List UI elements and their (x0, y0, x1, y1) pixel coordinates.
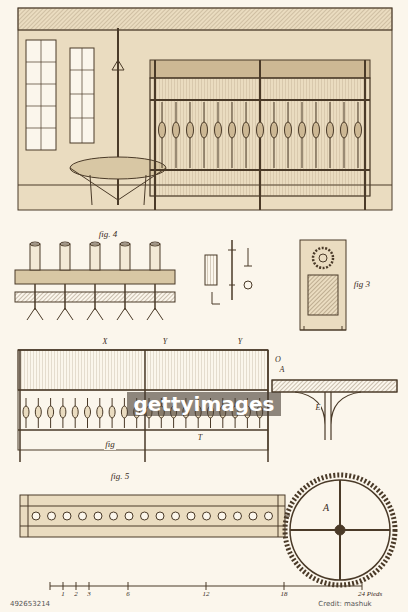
scale-tick (63, 582, 64, 590)
bobbin-top (150, 242, 160, 246)
bobbin (205, 255, 217, 285)
spindle-plan (63, 512, 71, 520)
spindle (34, 284, 36, 310)
bobbin (327, 122, 334, 138)
bobbin-top (30, 242, 40, 246)
spindle-plan (141, 512, 149, 520)
spindle-plan (156, 512, 164, 520)
spindle-plan (218, 512, 226, 520)
spindle-plan (94, 512, 102, 520)
bobbin-top (60, 242, 70, 246)
bobbin (229, 122, 236, 138)
scale-number: 2 (73, 591, 79, 599)
spindle-rail (15, 270, 175, 284)
foot (87, 308, 103, 320)
watermark-credit: Credit: mashuk (317, 601, 372, 609)
scale-number: 1 (60, 591, 66, 599)
bobbin (341, 122, 348, 138)
bobbin (299, 122, 306, 138)
bracket (272, 380, 397, 392)
bobbin (120, 244, 130, 270)
bobbin (355, 122, 362, 138)
foot (27, 308, 43, 320)
watermark: gettyimages (127, 392, 280, 416)
spindle-plan (265, 512, 273, 520)
bobbin (60, 406, 66, 418)
callout-letter: Y (162, 338, 168, 347)
bobbin (90, 244, 100, 270)
bobbin (159, 122, 166, 138)
scale-number: 3 (86, 591, 92, 599)
spindle (64, 284, 66, 310)
callout-letter: Y (237, 338, 243, 347)
scale-number: 18 (280, 591, 289, 599)
callout-letter: E (315, 404, 322, 413)
watermark-id: 492653214 (9, 601, 51, 609)
scale-tick (206, 582, 207, 590)
callout-letter: X (102, 338, 109, 347)
bobbin (243, 122, 250, 138)
spindle (231, 240, 233, 300)
room-scene (18, 8, 392, 210)
spindle-plan (110, 512, 118, 520)
machine-plan (20, 495, 285, 537)
bobbin (60, 244, 70, 270)
spindle-plan (125, 512, 133, 520)
bobbin (271, 122, 278, 138)
spindle (124, 284, 126, 310)
scale-unit: 24 Pieds (357, 591, 383, 599)
callout-letter: A (322, 502, 330, 513)
spindle (94, 284, 96, 310)
bobbin (150, 244, 160, 270)
scale-tick (89, 582, 90, 590)
bobbin (48, 406, 54, 418)
bobbin (23, 406, 29, 418)
fig3-device (300, 240, 346, 330)
callout-letter: O (274, 356, 282, 365)
bobbin (72, 406, 78, 418)
figure-label: fig 3 (353, 280, 371, 290)
bobbin (187, 122, 194, 138)
bobbin (215, 122, 222, 138)
scale-tick (128, 582, 129, 590)
spindle-plan (79, 512, 87, 520)
bobbin (313, 122, 320, 138)
scale-tick (50, 582, 51, 590)
bobbin (257, 122, 264, 138)
bobbin (173, 122, 180, 138)
great-wheel (285, 475, 395, 585)
figure-label: fig (104, 440, 116, 450)
scale-tick (362, 582, 363, 590)
foot (57, 308, 73, 320)
spindle-plan (203, 512, 211, 520)
bobbin-top (90, 242, 100, 246)
bobbin (30, 244, 40, 270)
scale-number: 6 (125, 591, 131, 599)
scale-number: 12 (202, 591, 211, 599)
scale-tick (76, 582, 77, 590)
spindle-plan (172, 512, 180, 520)
spindle-plan (249, 512, 257, 520)
bobbin (85, 406, 91, 418)
callout-letter: A (279, 366, 286, 375)
figure-label: fig. 5 (110, 472, 131, 482)
spindle-plan (187, 512, 195, 520)
scale-tick (284, 582, 285, 590)
bobbin (97, 406, 103, 418)
bobbin-top (120, 242, 130, 246)
foot (117, 308, 133, 320)
spindle-plan (48, 512, 56, 520)
bobbin (285, 122, 292, 138)
callout-letter: T (197, 434, 203, 443)
figure-label: fig. 4 (98, 230, 119, 240)
bobbin (35, 406, 41, 418)
bobbin (109, 406, 115, 418)
spindle-plan (32, 512, 40, 520)
foot (147, 308, 163, 320)
bobbin (201, 122, 208, 138)
spindle (154, 284, 156, 310)
spindle-plan (234, 512, 242, 520)
